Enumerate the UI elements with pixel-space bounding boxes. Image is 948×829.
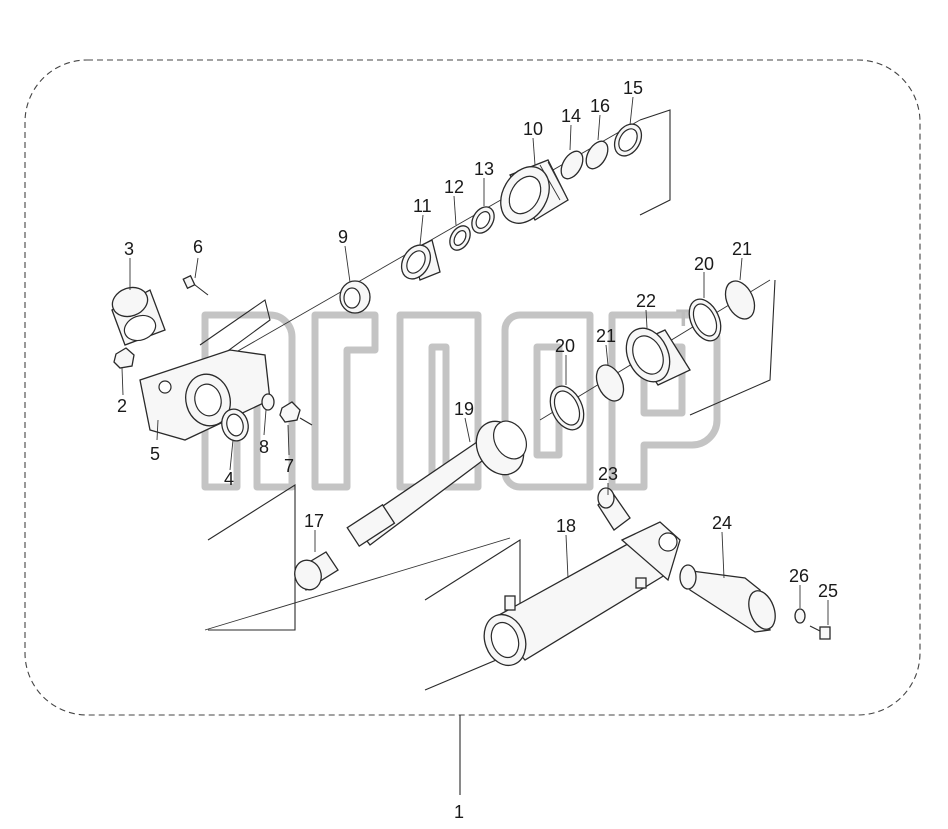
part-5-end-cap [139, 349, 271, 441]
part-10-gland [500, 159, 569, 224]
label-7: 7 [284, 456, 294, 476]
part-7-nut [279, 401, 301, 423]
part-20-ring-upper [688, 298, 722, 342]
part-26-washer [794, 608, 806, 624]
part-9-ring [339, 280, 371, 314]
label-20-upper: 20 [694, 254, 714, 274]
part-12-ring [449, 225, 471, 251]
part-15-ring [613, 123, 643, 157]
part-24-clevis [679, 564, 776, 633]
part-17-bushing [294, 551, 339, 591]
label-15: 15 [623, 78, 643, 98]
label-8: 8 [259, 437, 269, 457]
leader-lines [121, 96, 829, 625]
label-11: 11 [413, 196, 432, 216]
part-13-ring [471, 206, 495, 234]
part-2-nut [113, 347, 135, 369]
label-13: 13 [474, 159, 494, 179]
label-10: 10 [523, 119, 543, 139]
label-22: 22 [636, 291, 656, 311]
label-26: 26 [789, 566, 809, 586]
part-20-ring-lower [549, 385, 585, 431]
part-23-pin [597, 487, 631, 531]
label-17: 17 [304, 511, 324, 531]
label-4: 4 [224, 469, 234, 489]
label-19: 19 [454, 399, 474, 419]
label-18: 18 [556, 516, 576, 536]
label-5: 5 [150, 444, 160, 464]
part-21-seal-lower [595, 364, 625, 402]
part-16-washer [585, 140, 609, 170]
part-22-piston [625, 327, 691, 386]
part-19-rod [346, 420, 527, 548]
label-2: 2 [117, 396, 127, 416]
part-6-bolt [182, 274, 209, 296]
label-1: 1 [454, 802, 464, 822]
label-14: 14 [561, 106, 581, 126]
part-25-screw [809, 625, 831, 640]
part-4-ring [221, 408, 249, 442]
part-21-seal-upper [724, 280, 756, 320]
part-3-sleeve [111, 286, 166, 346]
kit-boundary [24, 59, 921, 716]
label-6: 6 [193, 237, 203, 257]
label-16: 16 [590, 96, 610, 116]
part-11-bushing [400, 239, 441, 281]
label-3: 3 [124, 239, 134, 259]
label-24: 24 [712, 513, 732, 533]
label-25: 25 [818, 581, 838, 601]
label-12: 12 [444, 177, 464, 197]
label-21-upper: 21 [732, 239, 752, 259]
part-14-washer [560, 150, 584, 180]
label-20-lower: 20 [555, 336, 575, 356]
label-21-lower: 21 [596, 326, 616, 346]
label-23: 23 [598, 464, 618, 484]
part-18-barrel [483, 521, 681, 667]
label-9: 9 [338, 227, 348, 247]
part-8-ring [261, 393, 275, 411]
